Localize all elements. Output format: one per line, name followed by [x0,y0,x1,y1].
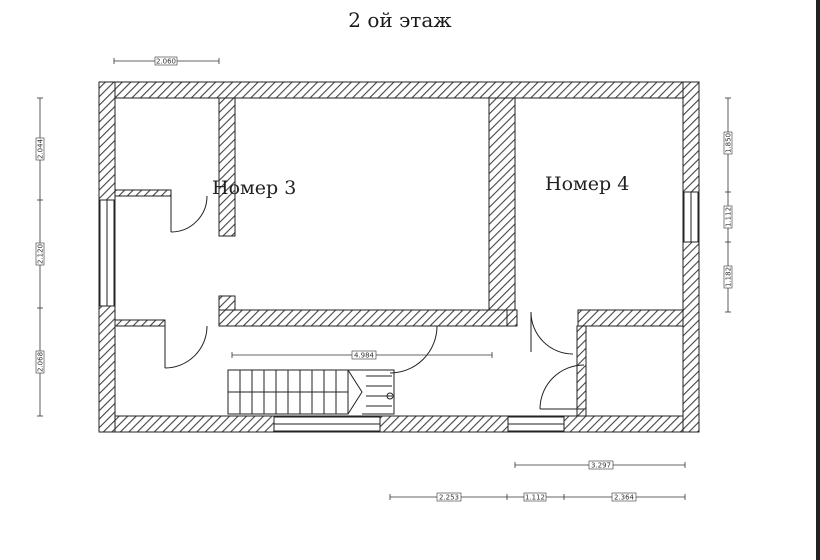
wall-between-rooms [488,97,516,313]
windows [99,191,699,432]
room-label-3: Номер 3 [212,177,296,199]
doors [164,195,585,410]
wall-left-stair [114,319,166,327]
dim-bottom-1: 3.297 [591,462,611,470]
door-room4 [530,311,574,355]
dim-bottom-2b: 1.112 [525,494,545,502]
dim-right-2: 1.112 [725,207,733,227]
wall-right [682,81,700,433]
outer-walls [98,81,700,433]
dimension-lines [37,58,731,500]
dim-left-2: 2.120 [37,244,45,264]
dimension-labels: 2.060 2.044 2.120 2.068 1.850 1.112 1.18… [35,56,733,502]
door-closet [170,195,208,233]
wall-bath [576,325,587,417]
wall-stub [506,309,518,327]
dim-right-3: 1.182 [725,267,733,287]
wall-top [98,81,700,99]
frame-edge [816,0,820,560]
wall-room4-bottom [577,309,684,327]
wall-room3-bottom [218,309,508,327]
room-label-4: Номер 4 [545,173,629,195]
door-room3 [389,325,438,374]
floor-title: 2 ой этаж [348,8,452,32]
dim-top: 2.060 [156,58,176,66]
wall-bottom [98,415,700,433]
interior-walls [114,97,684,417]
dim-bottom-2c: 2.364 [614,494,635,502]
dim-left-1: 2.044 [37,138,45,159]
dim-corridor: 4.984 [354,352,375,360]
dim-right-1: 1.850 [725,133,733,153]
dim-left-3: 2.068 [37,352,45,372]
wall-room3-upper [218,97,236,237]
door-stair [164,325,208,369]
dim-bottom-2a: 2.253 [439,494,459,502]
wall-left-closet [114,189,172,197]
door-bath [539,364,585,410]
staircase [227,369,395,415]
